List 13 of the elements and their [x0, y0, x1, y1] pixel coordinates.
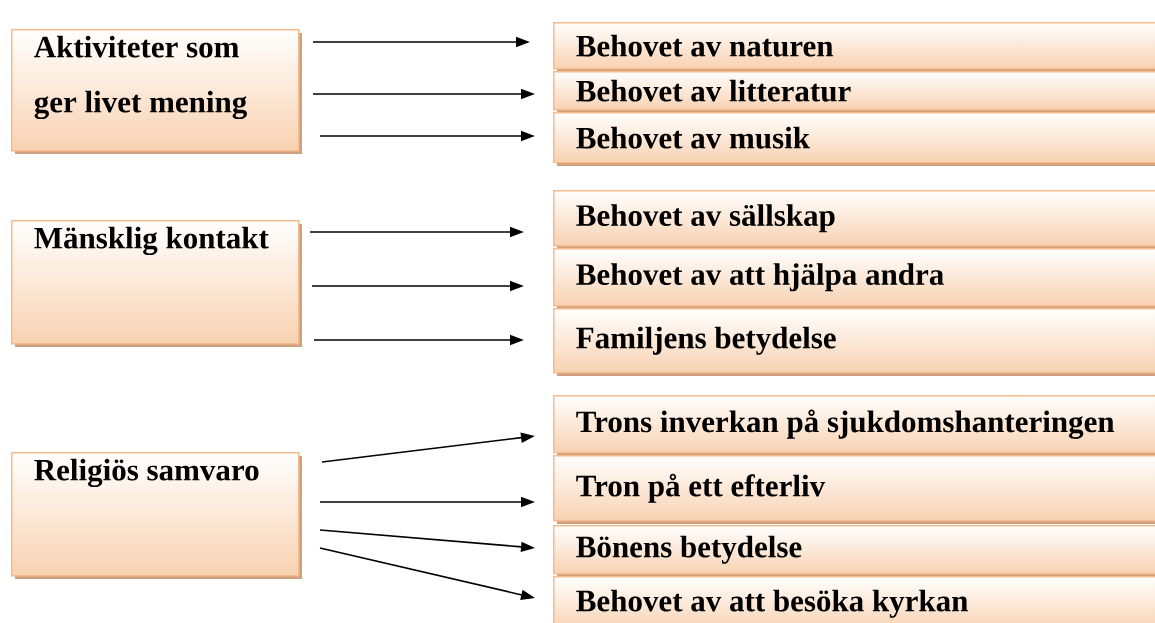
need-box: Familjens betydelse [553, 308, 1155, 376]
need-box: Bönens betydelse [553, 525, 1155, 577]
category-box: Mänsklig kontakt [11, 220, 302, 347]
need-box: Trons inverkan på sjukdomshanteringen [553, 395, 1155, 456]
need-box: Behovet av naturen [553, 22, 1155, 72]
need-box: Behovet av litteratur [553, 71, 1155, 113]
need-box: Behovet av att besöka kyrkan [553, 576, 1155, 623]
need-box: Tron på ett efterliv [553, 455, 1155, 524]
need-box: Behovet av att hjälpa andra [553, 248, 1155, 309]
category-box: Religiös samvaro [11, 452, 302, 579]
need-box: Behovet av sällskap [553, 190, 1155, 249]
need-box: Behovet av musik [553, 112, 1155, 166]
category-box: Aktiviteter som ger livet mening [11, 29, 302, 154]
